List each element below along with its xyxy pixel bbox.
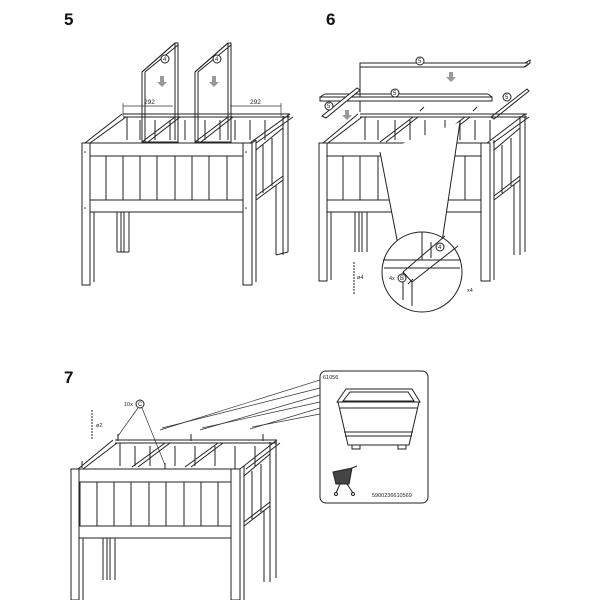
screw-callout: 10x C: [117, 399, 166, 466]
down-arrow-icon: [342, 110, 352, 120]
svg-text:C: C: [138, 402, 143, 408]
down-arrow-icon: [209, 76, 219, 87]
down-arrow-icon: [446, 72, 456, 82]
svg-text:5: 5: [327, 104, 331, 110]
side-board-left: 5: [321, 87, 361, 120]
dimension-right: 292: [230, 99, 282, 116]
divider-panel-1: 4: [141, 42, 179, 143]
down-arrow-icon: [157, 76, 167, 87]
svg-text:5: 5: [418, 59, 422, 65]
detail-magnifier: 4 4x B x4: [379, 121, 473, 313]
step-7-number: 7: [64, 368, 74, 387]
svg-text:ø4: ø4: [357, 275, 363, 281]
barcode-number: 5900236610569: [372, 493, 412, 499]
svg-text:B: B: [400, 276, 404, 282]
part-label: 4: [215, 57, 219, 63]
step-6-number: 6: [326, 10, 336, 29]
step-7-drawing: ø2 10x C: [70, 370, 429, 600]
svg-text:292: 292: [144, 99, 155, 106]
planter-pot-icon: [336, 388, 421, 450]
product-code: 61056: [323, 375, 338, 381]
part-circle: [160, 54, 170, 64]
part-circle: [212, 54, 222, 64]
planter-box-frame: [70, 434, 281, 600]
svg-text:4: 4: [438, 245, 442, 251]
svg-text:ø2: ø2: [96, 423, 102, 429]
planter-box-frame: [81, 113, 294, 286]
divider-panel-2: 4: [194, 42, 232, 143]
svg-text:4x: 4x: [389, 276, 395, 282]
drill-bit-icon: ø4: [353, 262, 363, 295]
step-5-number: 5: [64, 10, 74, 29]
svg-text:292: 292: [250, 99, 261, 106]
shopping-cart-icon: [332, 465, 358, 496]
drill-bit-icon: ø2: [91, 410, 102, 440]
svg-text:x4: x4: [467, 288, 473, 294]
part-label: 4: [163, 57, 167, 63]
step-6-drawing: 5 5 5 5: [318, 56, 531, 313]
svg-text:5: 5: [505, 95, 509, 101]
svg-text:5: 5: [393, 91, 397, 97]
accessory-callout-box: 61056 5900236610569: [319, 370, 429, 504]
top-board-back: 5: [359, 56, 531, 112]
callout-rays: [159, 379, 321, 431]
step-5-drawing: 4 4 292 292: [81, 42, 294, 286]
svg-text:10x: 10x: [124, 402, 133, 408]
side-board-right: 5: [490, 88, 530, 120]
